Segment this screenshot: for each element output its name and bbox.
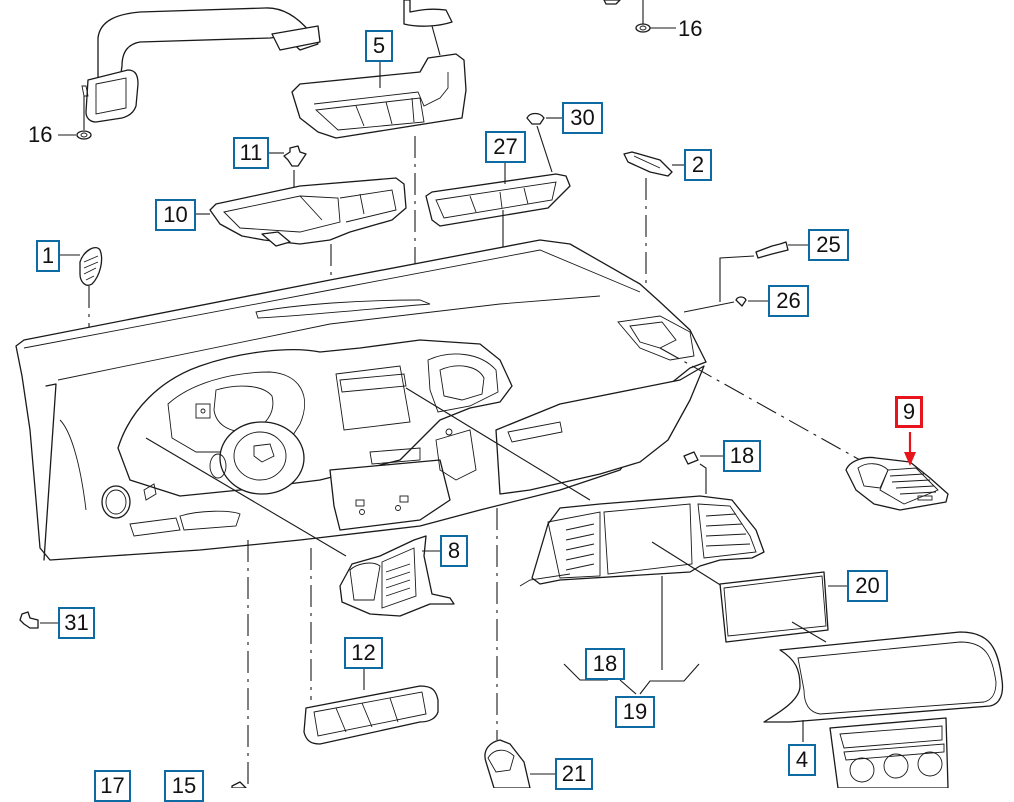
- callout-16-left[interactable]: 16: [28, 122, 53, 147]
- callout-2[interactable]: 2: [684, 149, 712, 181]
- duct-elbow[interactable]: [484, 739, 556, 788]
- callout-21[interactable]: 21: [555, 758, 593, 790]
- clip-26[interactable]: [683, 296, 768, 313]
- callout-19[interactable]: 19: [615, 696, 655, 728]
- defroster-duct[interactable]: [196, 177, 407, 332]
- sensor[interactable]: [19, 611, 58, 629]
- callout-26[interactable]: 26: [768, 285, 809, 317]
- callout-27[interactable]: 27: [485, 131, 526, 163]
- screw-bracket-lines: [563, 663, 700, 695]
- callout-30[interactable]: 30: [562, 102, 603, 134]
- callout-11[interactable]: 11: [233, 137, 269, 169]
- callout-31[interactable]: 31: [58, 607, 95, 639]
- callout-4[interactable]: 4: [788, 744, 816, 776]
- callout-25[interactable]: 25: [808, 229, 849, 261]
- callout-5[interactable]: 5: [365, 30, 393, 62]
- bracket-lower[interactable]: [231, 781, 247, 788]
- callout-18-lower[interactable]: 18: [585, 648, 625, 680]
- dashboard[interactable]: [15, 239, 707, 561]
- screw-25[interactable]: [719, 241, 808, 302]
- lower-vent-grille[interactable]: [303, 668, 439, 745]
- left-air-vent[interactable]: [339, 535, 455, 617]
- leader-vent-9: [659, 347, 861, 461]
- callout-17[interactable]: 17: [94, 770, 131, 802]
- callout-12[interactable]: 12: [344, 637, 383, 669]
- bracket[interactable]: [623, 151, 686, 296]
- clip-nut-top[interactable]: [603, 0, 676, 33]
- callout-9-highlighted[interactable]: 9: [895, 396, 923, 428]
- callout-10[interactable]: 10: [155, 199, 196, 231]
- clip-30[interactable]: [526, 112, 562, 173]
- center-air-duct[interactable]: [291, 53, 467, 312]
- callout-8[interactable]: 8: [440, 535, 468, 567]
- air-duct-top[interactable]: [403, 0, 453, 56]
- callout-16-top[interactable]: 16: [678, 16, 703, 41]
- callout-1[interactable]: 1: [36, 240, 60, 272]
- clip-18-right[interactable]: [683, 451, 724, 494]
- center-trim-panel[interactable]: [763, 631, 1004, 788]
- display-trim[interactable]: [719, 571, 848, 643]
- defroster-vent[interactable]: [425, 162, 571, 300]
- air-duct-left[interactable]: [58, 7, 321, 140]
- callout-20[interactable]: 20: [847, 570, 888, 602]
- callout-15[interactable]: 15: [164, 770, 204, 802]
- right-air-vent[interactable]: [845, 456, 949, 511]
- center-vent-assembly[interactable]: [519, 495, 765, 670]
- callout-18-right[interactable]: 18: [723, 440, 761, 472]
- leader-center-vents: [405, 387, 591, 501]
- leader-vent-8: [145, 437, 347, 557]
- highlight-arrow-head: [904, 452, 916, 466]
